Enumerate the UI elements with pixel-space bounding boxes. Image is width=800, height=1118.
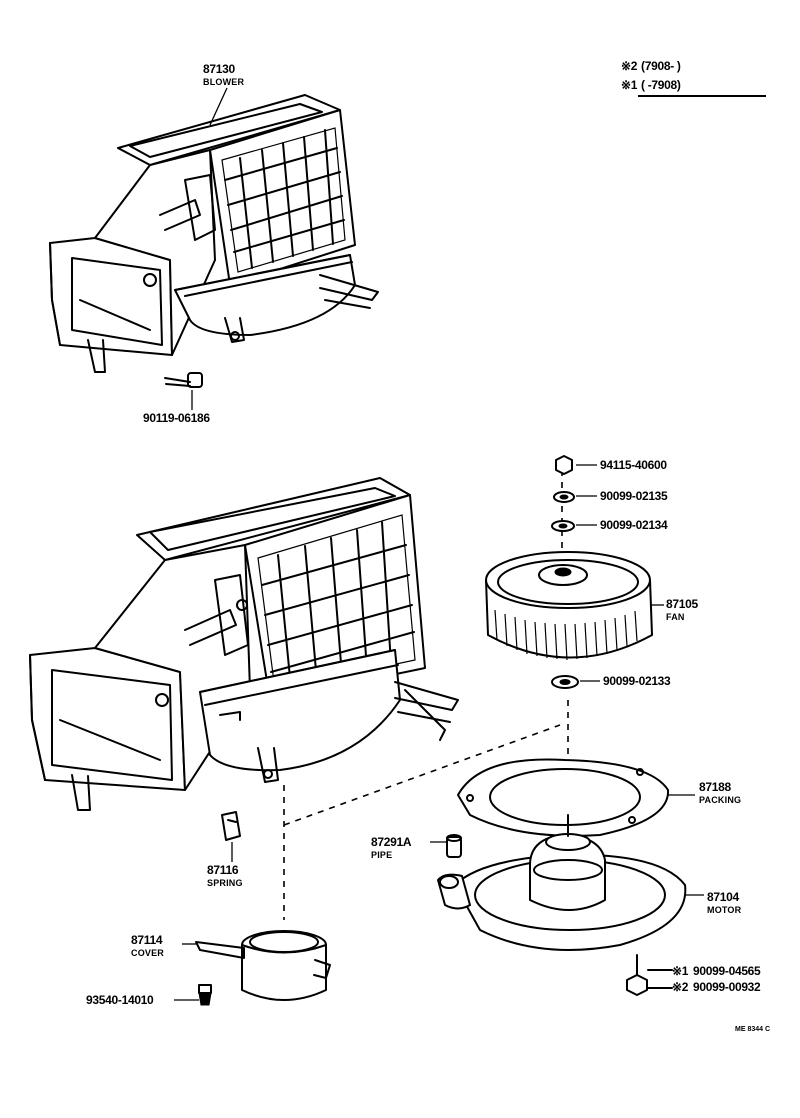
label-87188-name: PACKING bbox=[699, 795, 742, 805]
label-93540-14010: 93540-14010 bbox=[86, 993, 154, 1007]
serial-note-underline bbox=[638, 95, 766, 97]
label-90099-02135: 90099-02135 bbox=[600, 489, 668, 503]
blower-assembly-illustration bbox=[49, 94, 379, 373]
spring-87116-illustration bbox=[221, 811, 241, 862]
pipe-87291a-illustration bbox=[430, 834, 462, 858]
serial-note-1-range: (7908- ) bbox=[641, 59, 681, 73]
label-87188-number: 87188 bbox=[699, 780, 731, 794]
washer-90099-02135-illustration bbox=[553, 491, 597, 503]
fan-87105-illustration bbox=[485, 551, 664, 661]
label-screw-m1-marker: ※1 bbox=[672, 964, 689, 978]
label-94115-40600: 94115-40600 bbox=[600, 458, 667, 472]
bolt-90119-illustration bbox=[164, 372, 203, 410]
label-87130-name: BLOWER bbox=[203, 77, 245, 87]
serial-note-2-marker: ※1 bbox=[621, 78, 638, 92]
label-87116-number: 87116 bbox=[207, 863, 239, 877]
label-90119-06186: 90119-06186 bbox=[143, 411, 210, 425]
drawing-code: ME 8344 C bbox=[735, 1026, 771, 1033]
washer-90099-02134-illustration bbox=[551, 520, 597, 532]
label-87104-number: 87104 bbox=[707, 890, 739, 904]
label-90099-02133: 90099-02133 bbox=[603, 674, 671, 688]
label-87114-number: 87114 bbox=[131, 933, 163, 947]
label-87104-name: MOTOR bbox=[707, 905, 742, 915]
label-87291a-number: 87291A bbox=[371, 835, 412, 849]
label-90099-04565: 90099-04565 bbox=[693, 964, 761, 978]
label-87114-name: COVER bbox=[131, 948, 165, 958]
label-87116-name: SPRING bbox=[207, 878, 243, 888]
label-87105-name: FAN bbox=[666, 612, 685, 622]
washer-90099-02133-illustration bbox=[551, 675, 600, 689]
label-90099-00932: 90099-00932 bbox=[693, 980, 761, 994]
nut-94115-illustration bbox=[555, 455, 597, 475]
main-intake-grille bbox=[261, 521, 415, 689]
screw-93540-illustration bbox=[174, 984, 212, 1006]
packing-87188-illustration bbox=[457, 758, 695, 837]
label-87130-number: 87130 bbox=[203, 62, 235, 76]
serial-note-2-range: ( -7908) bbox=[641, 78, 681, 92]
blower-main-illustration bbox=[29, 477, 459, 811]
label-90099-02134: 90099-02134 bbox=[600, 518, 668, 532]
motor-87104-illustration bbox=[437, 814, 704, 951]
label-87291a-name: PIPE bbox=[371, 850, 393, 860]
label-screw-m2-marker: ※2 bbox=[672, 980, 689, 994]
blower-intake-grille bbox=[224, 129, 345, 269]
label-87105-number: 87105 bbox=[666, 597, 698, 611]
serial-note-1-marker: ※2 bbox=[621, 59, 638, 73]
motor-screw-illustration bbox=[626, 954, 673, 996]
cover-87114-illustration bbox=[182, 930, 331, 1001]
assembly-alignment-lines bbox=[283, 470, 569, 920]
